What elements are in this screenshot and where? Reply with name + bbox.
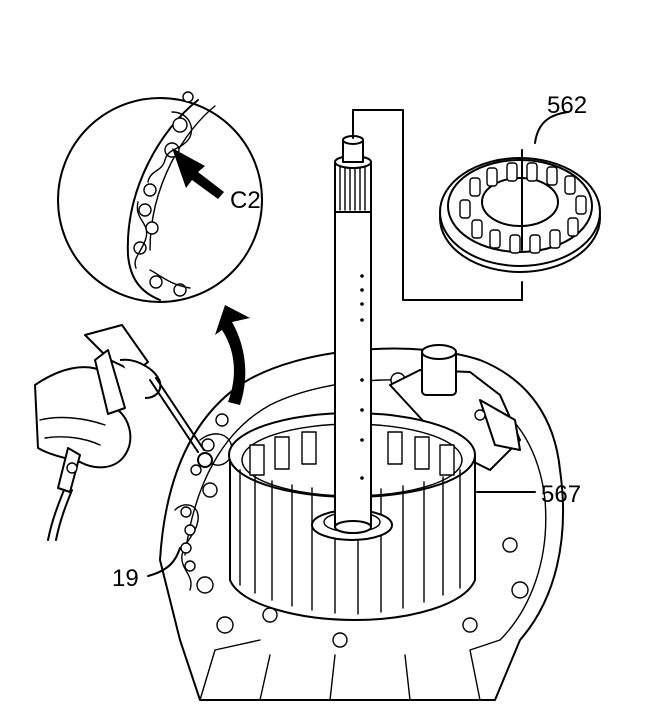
assembly-bracket — [352, 109, 523, 301]
drum-splines — [239, 469, 461, 615]
callout-19: 19 — [112, 565, 139, 592]
inner-splines — [249, 431, 455, 476]
leader-lines — [147, 111, 569, 577]
input-shaft — [334, 135, 372, 534]
leader-19 — [147, 547, 181, 577]
detail-pointer-arrow — [215, 305, 250, 405]
bearing-rollers — [459, 162, 587, 254]
thrust-bearing-562 — [439, 149, 601, 273]
callout-c2: C2 — [230, 187, 261, 214]
callout-562: 562 — [547, 92, 587, 119]
detail-view — [57, 91, 263, 303]
detail-passages — [133, 91, 194, 297]
accumulator-housing — [389, 344, 521, 471]
callout-567: 567 — [541, 481, 581, 508]
leader-562 — [534, 111, 569, 144]
air-nozzle-tool — [34, 324, 205, 541]
c2-arrow — [172, 148, 224, 199]
